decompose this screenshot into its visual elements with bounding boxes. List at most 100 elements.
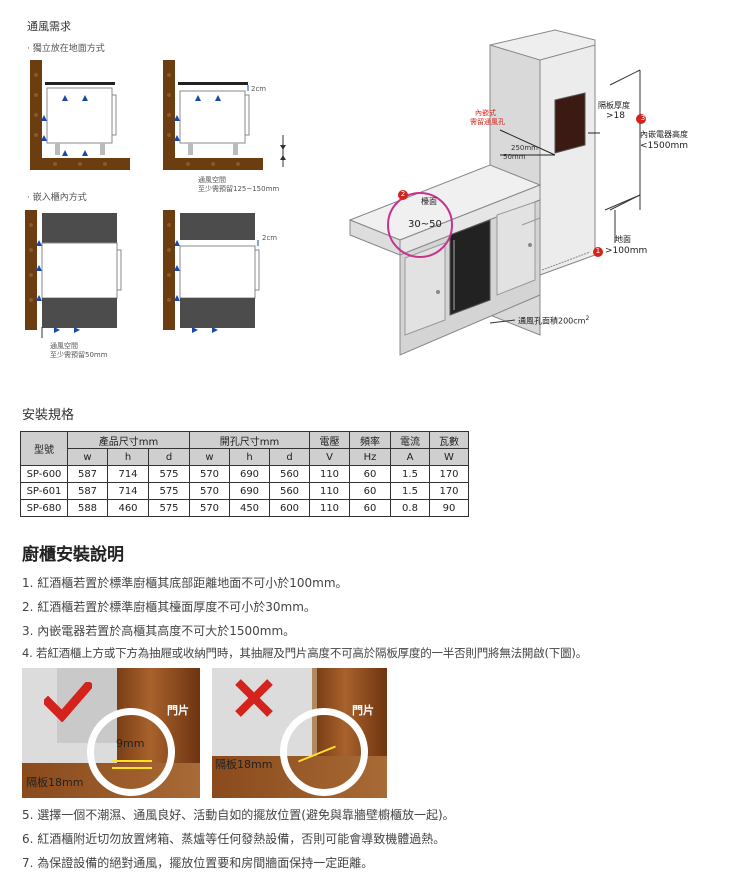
left-shelf-label: 隔板18mm [26,776,84,789]
photo-correct [22,668,200,798]
cell: 0.8 [390,499,430,517]
cell: 1.5 [390,465,430,483]
counter-label: 檯面 [421,197,437,206]
marker-2 [398,190,408,200]
instructions-title: 廚櫃安裝說明 [22,545,124,565]
sub-header: d [269,448,310,466]
sub-header: A [390,448,430,466]
cell: 570 [189,465,230,483]
counter-range: 30~50 [408,219,442,230]
cell: 575 [148,499,190,517]
shelf-thickness-value: >18 [606,111,625,121]
cell: 460 [107,499,149,517]
cell: 60 [349,499,391,517]
col-current: 電流 [390,431,430,449]
builtin-diagram-1 [25,210,122,338]
cell: 1.5 [390,482,430,500]
marker-1 [593,247,603,257]
ventilation-title: 通風需求 [27,20,71,33]
step-6: 6. 紅酒櫃附近切勿放置烤箱、蒸爐等任何發熱設備，否則可能會導致機體過熱。 [22,832,446,846]
cell: 570 [189,482,230,500]
sub-header: d [148,448,190,466]
sub-header: h [229,448,270,466]
left-door-label: 門片 [167,704,189,717]
cooler-body [46,87,113,144]
specs-title: 安裝規格 [22,408,75,423]
builtin-label: · 嵌入櫃內方式 [27,193,87,203]
sub-header: W [429,448,469,466]
cell: 588 [67,499,108,517]
cell: 690 [229,465,270,483]
cell: 587 [67,465,108,483]
airspace-note-2: 至少需預留50mm [50,351,108,359]
freestanding-diagram-2 [163,60,286,170]
marker-3-number: 3 [640,114,646,122]
cell: 575 [148,482,190,500]
left-gap-label: 9mm [116,737,145,750]
marker-3 [636,114,646,124]
cell: 110 [309,482,350,500]
shelf-thickness-label: 隔板厚度 [598,101,630,110]
builtin-appliance [554,92,586,154]
vent-area-label: 通風孔面積200cm2 [518,315,590,326]
cell: 600 [269,499,310,517]
cell: 690 [229,482,270,500]
cross-icon [235,679,273,717]
cell: 570 [189,499,230,517]
cell: 90 [429,499,469,517]
col-power: 瓦數 [429,431,469,449]
col-frequency: 頻率 [349,431,391,449]
cell: 170 [429,465,469,483]
cell: 450 [229,499,270,517]
kitchen-cabinet-diagram [348,29,646,356]
cell: 110 [309,499,350,517]
cell-model: SP-680 [20,499,68,517]
cell: 575 [148,465,190,483]
gap-side-label: 2cm [262,234,278,242]
col-model: 型號 [20,431,68,466]
sub-header: w [189,448,230,466]
dim-50: 50mm [503,153,526,161]
appliance-height-label: 內嵌電器高度 [640,130,688,139]
step-2: 2. 紅酒櫃若置於標準廚櫃其檯面厚度不可小於30mm。 [22,600,316,614]
right-door-label: 門片 [352,704,374,717]
zoom-circle [87,708,175,796]
appliance-height-value: <1500mm [640,141,688,151]
floor-value: >100mm [605,246,648,256]
cell: 560 [269,465,310,483]
sub-header: w [67,448,108,466]
step-7: 7. 為保證設備的絕對通風，擺放位置要和房間牆面保持一定距離。 [22,856,374,870]
sub-header: V [309,448,350,466]
freestanding-label: · 獨立放在地面方式 [27,44,105,54]
step-4: 4. 若紅酒櫃上方或下方為抽屜或收納門時，其抽屜及門片高度不可高於隔板厚度的一半… [22,646,587,660]
builtin-vent-label: 內嵌式 [475,109,496,117]
right-shelf-label: 隔板18mm [215,758,273,771]
step-5: 5. 選擇一個不潮濕、通風良好、活動自如的擺放位置(避免與靠牆壁櫥櫃放一起)。 [22,808,455,822]
cell-model: SP-601 [20,482,68,500]
sub-header: h [107,448,149,466]
airspace-label-2: 通風空間 [50,342,78,350]
builtin-diagram-2 [163,210,260,333]
checkmark-icon [44,682,92,722]
cell: 110 [309,465,350,483]
col-product-size: 產品尺寸mm [67,431,190,449]
cell: 714 [107,482,149,500]
cell: 60 [349,465,391,483]
floor-label: 地面 [615,235,631,244]
gap-top-label: 2cm [251,85,267,93]
sub-header: Hz [349,448,391,466]
airspace-label-1: 通風空間 [198,176,226,184]
step-1: 1. 紅酒櫃若置於標準廚櫃其底部距離地面不可小於100mm。 [22,576,348,590]
cell: 60 [349,482,391,500]
top-shelf [45,82,115,85]
airspace-note-1: 至少需預留125~150mm [198,185,280,193]
airflow-arrows [41,95,88,156]
cell: 560 [269,482,310,500]
cell: 587 [67,482,108,500]
cell: 714 [107,465,149,483]
specs-table: 型號 產品尺寸mm 開孔尺寸mm 電壓 頻率 電流 瓦數 w h d w h d… [20,431,469,517]
counter-callout-circle [387,192,453,258]
